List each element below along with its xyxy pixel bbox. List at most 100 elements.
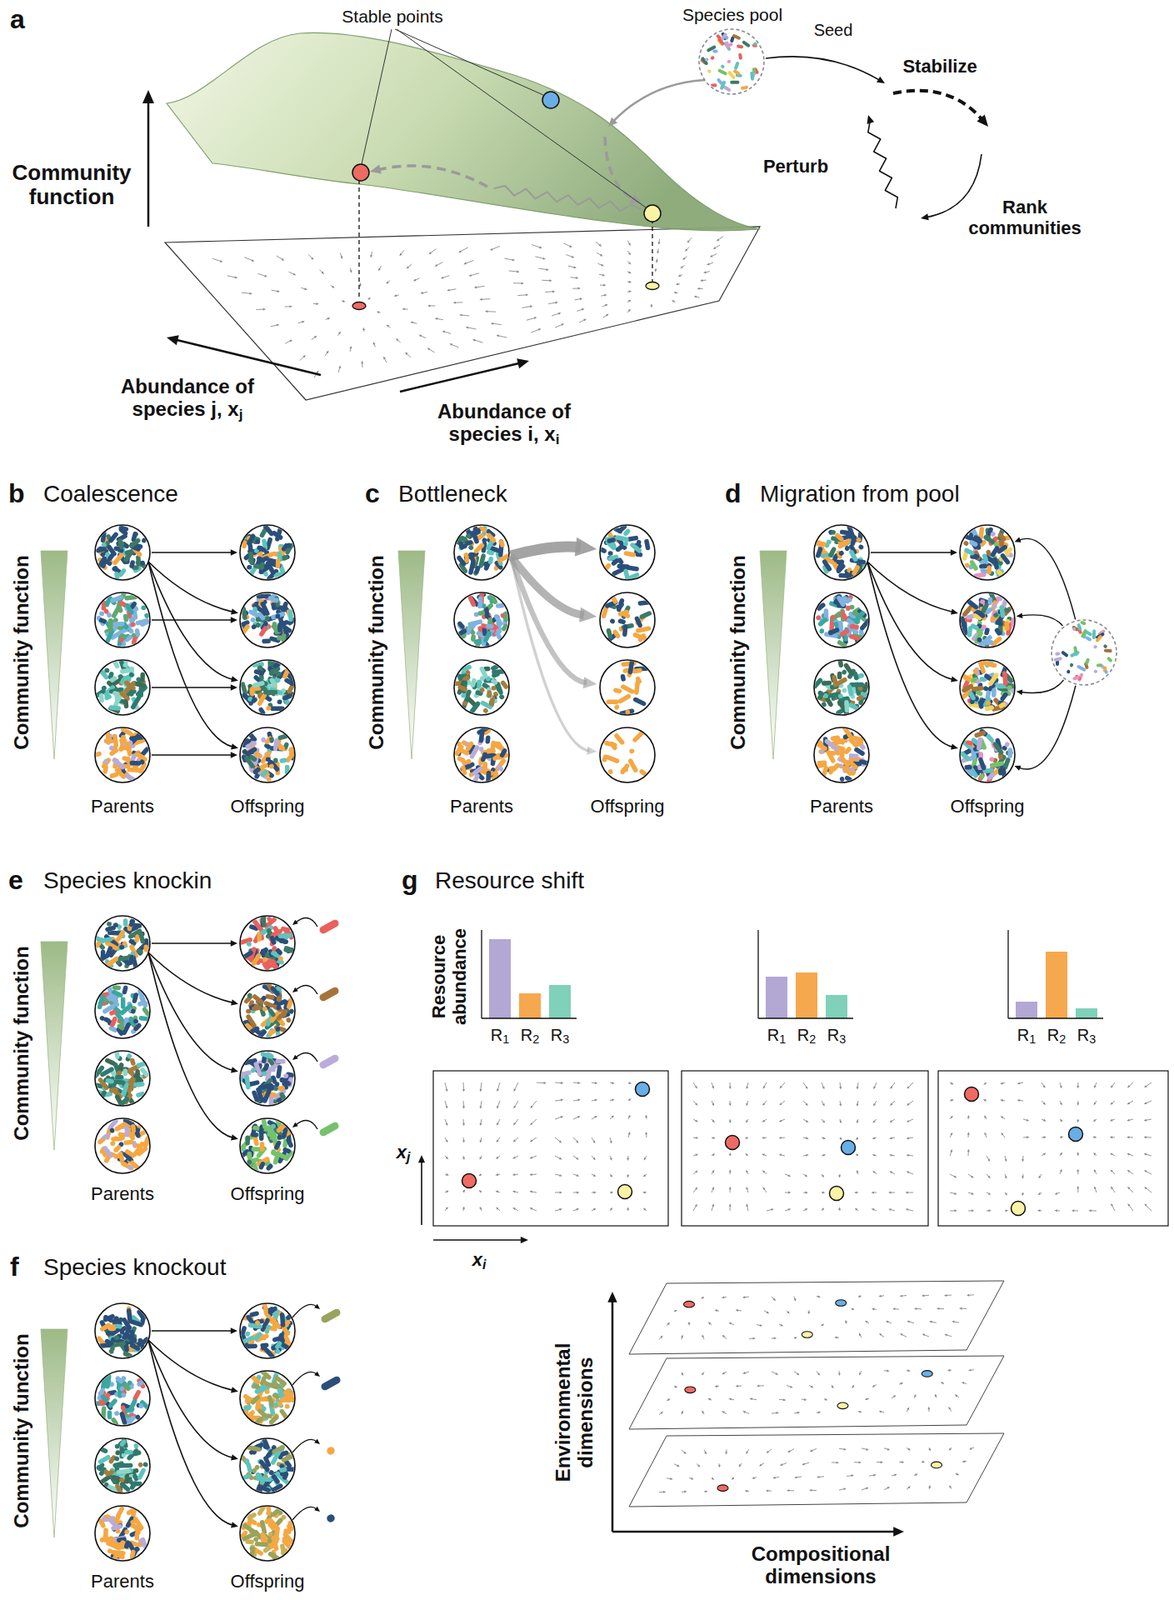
community-ground <box>94 983 150 1039</box>
species-cell <box>106 601 109 605</box>
species-cells <box>702 34 758 90</box>
species-cell <box>744 42 749 46</box>
species-cell <box>982 542 985 545</box>
species-cell <box>133 698 140 708</box>
species-cell <box>130 940 136 945</box>
arrow-head <box>579 297 583 300</box>
community-ground <box>94 915 150 971</box>
arrow-head <box>479 298 482 301</box>
species-cell <box>124 661 126 667</box>
species-cell <box>1063 652 1067 655</box>
community-outline <box>94 592 150 648</box>
species-cell <box>126 637 130 640</box>
arrow-head <box>534 316 538 320</box>
arrow-head <box>458 249 462 253</box>
arrow-head <box>315 369 319 374</box>
species-cell <box>734 35 740 39</box>
arrow-head <box>604 294 608 297</box>
arrow-head <box>586 746 597 755</box>
arrow-head <box>950 743 959 750</box>
species-cell <box>123 729 130 734</box>
species-cell <box>125 1056 131 1062</box>
arrow-head <box>599 254 604 257</box>
species-cell <box>1109 658 1111 660</box>
community-ground <box>239 727 295 783</box>
field-arrow <box>541 279 550 282</box>
species-cell <box>111 675 117 681</box>
species-cell <box>608 550 614 556</box>
arrow-head <box>655 259 659 263</box>
species-cell <box>967 537 977 541</box>
species-cell <box>140 562 146 568</box>
species-cell <box>607 565 610 568</box>
species-cell <box>483 625 494 628</box>
species-cell <box>269 736 275 742</box>
arrow-head <box>696 287 700 290</box>
species-cell <box>289 684 293 691</box>
species-cell <box>116 1124 124 1130</box>
field-arrow <box>459 247 469 252</box>
arrow-head <box>516 269 520 273</box>
arrow-head <box>539 245 543 249</box>
species-cell <box>965 750 970 753</box>
arrow-head <box>459 314 462 317</box>
arrow-head <box>360 360 364 364</box>
species-cell <box>622 626 628 635</box>
species-cell <box>991 689 997 695</box>
species-cell <box>629 749 635 755</box>
arrow-head <box>325 350 329 355</box>
species-cell <box>242 542 248 546</box>
species-cell <box>1008 749 1011 755</box>
arrow-head <box>687 239 690 243</box>
species-cell <box>119 541 125 547</box>
species-cell <box>107 1080 112 1082</box>
species-cell <box>129 1160 138 1168</box>
species-cell <box>814 679 821 686</box>
species-cell <box>1005 759 1009 768</box>
species-cell <box>131 540 139 546</box>
species-cell <box>820 619 826 625</box>
community-outline <box>599 592 655 648</box>
species-cell <box>975 679 981 685</box>
species-cell <box>994 744 1001 753</box>
species-cell <box>251 698 257 704</box>
species-cell <box>278 744 283 749</box>
arrow-head <box>867 114 875 125</box>
community <box>599 659 655 715</box>
species-cell <box>853 537 857 540</box>
community <box>814 524 870 580</box>
species-cell <box>834 555 837 560</box>
projection-line <box>358 179 360 300</box>
species-cell <box>99 610 105 616</box>
community <box>959 727 1015 784</box>
species-cell <box>109 677 115 683</box>
species-cell <box>254 605 263 611</box>
species-cell <box>108 958 117 965</box>
species-cell <box>134 564 137 570</box>
species-cell <box>979 622 980 630</box>
species-cells <box>601 526 649 580</box>
species-cell <box>841 757 848 765</box>
species-cell <box>724 87 730 90</box>
species-cell <box>969 601 977 607</box>
species-cell <box>643 635 645 640</box>
species-cells <box>95 729 147 780</box>
species-cell <box>749 73 755 80</box>
community-ground <box>94 1050 150 1106</box>
species-cell <box>819 604 824 609</box>
community <box>239 659 295 715</box>
field-arrow <box>475 285 485 288</box>
species-cell <box>144 1138 148 1146</box>
species-cells <box>244 733 295 780</box>
species-cell <box>641 613 650 617</box>
species-cell <box>983 604 987 612</box>
species-cell <box>135 1025 140 1030</box>
species-cell <box>977 692 980 695</box>
community-outline <box>959 659 1015 715</box>
species-cell <box>120 999 126 1007</box>
species-cell <box>638 628 650 631</box>
arrow-head <box>558 312 562 315</box>
species-cell <box>485 666 489 672</box>
species-cell <box>141 749 147 755</box>
species-cell <box>859 697 862 699</box>
